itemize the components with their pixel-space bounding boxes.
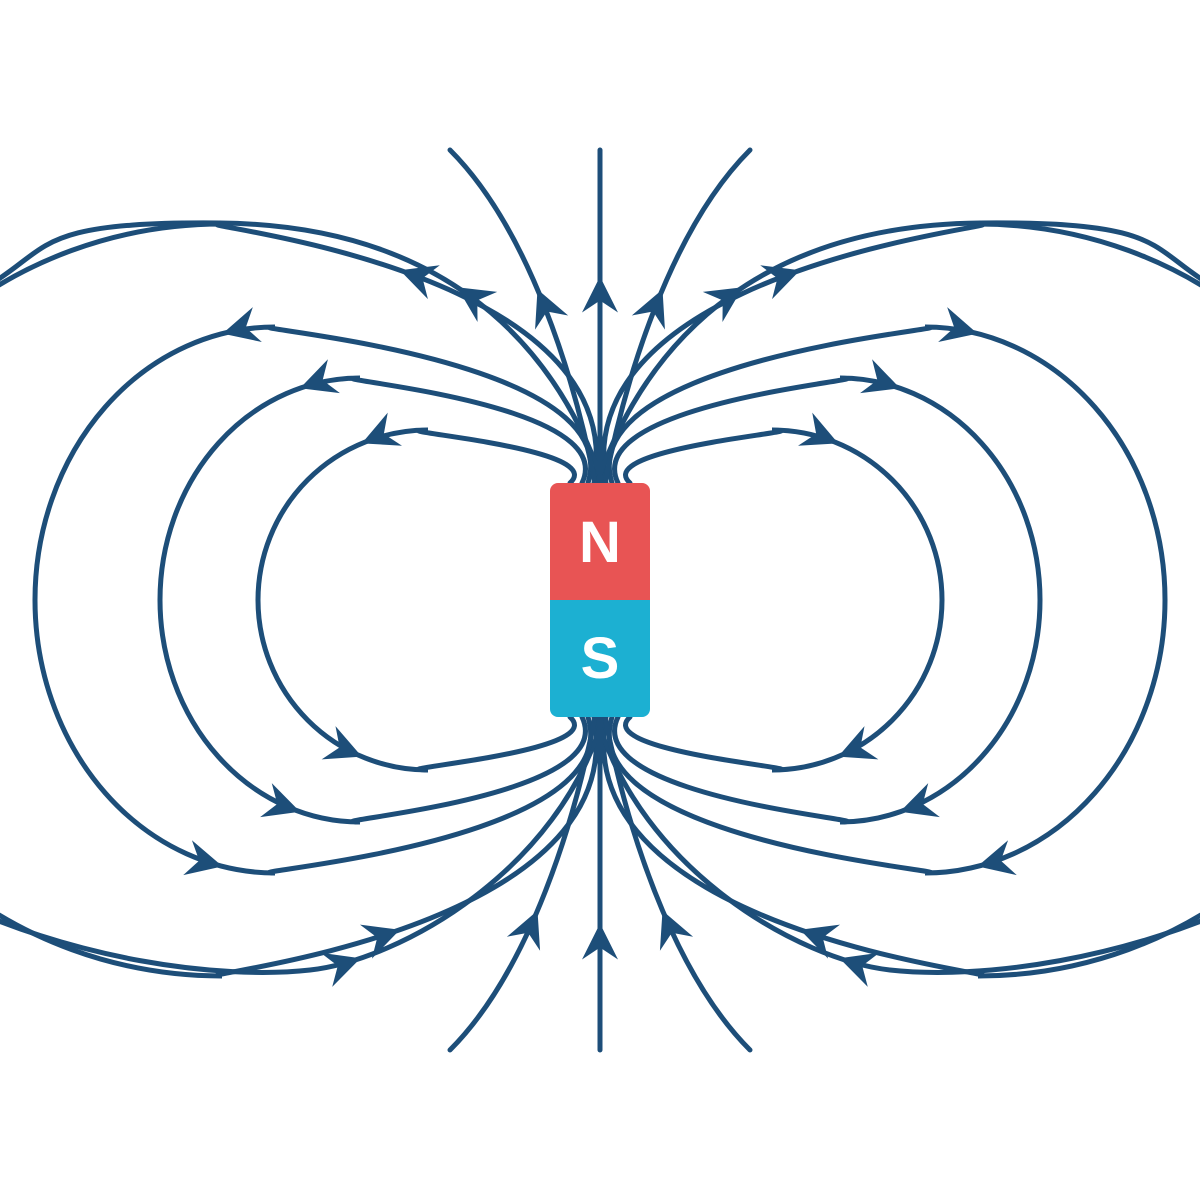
field-line-left-3: [32, 324, 594, 876]
field-arrow: [798, 412, 839, 446]
field-line-right-3: [606, 324, 1168, 876]
south-pole: [550, 600, 650, 717]
field-arrow: [222, 307, 262, 343]
north-pole: [550, 483, 650, 600]
field-line-outer-top-right: [0, 220, 606, 486]
field-line-lower-left: [602, 714, 753, 1053]
bar-magnet: N S: [550, 483, 650, 717]
field-line-left-4: [0, 221, 599, 979]
field-arrow: [860, 359, 900, 394]
field-arrows: [183, 265, 1017, 987]
field-line-lower-right: [447, 714, 598, 1053]
field-arrow: [760, 265, 801, 300]
field-arrow: [582, 923, 618, 960]
field-arrow: [800, 924, 841, 959]
field-arrow: [260, 783, 300, 818]
field-arrow: [659, 910, 694, 951]
field-line-upper-left: [602, 147, 753, 486]
field-arrow: [938, 307, 978, 343]
field-line-outer-top-left: [594, 220, 1200, 486]
field-arrow: [300, 359, 340, 394]
field-arrow: [361, 412, 402, 446]
field-arrow: [838, 726, 879, 760]
field-arrow: [359, 924, 400, 959]
north-pole-label: N: [579, 510, 621, 575]
field-arrow: [399, 265, 440, 300]
field-line-outer-bottom-left: [594, 714, 1200, 975]
field-line-left-1: [255, 427, 577, 773]
field-arrow: [320, 952, 361, 987]
field-arrow: [321, 726, 362, 760]
field-arrow: [535, 289, 569, 330]
field-arrow: [457, 287, 498, 323]
field-line-right-2: [612, 375, 1043, 825]
field-line-outer-bottom-right: [0, 714, 606, 975]
south-pole-label: S: [581, 626, 620, 691]
field-arrow: [702, 287, 743, 323]
field-arrow: [582, 276, 618, 313]
field-arrow: [506, 910, 541, 951]
field-arrow: [900, 783, 940, 818]
field-line-upper-right: [447, 147, 598, 486]
field-arrow: [839, 952, 880, 987]
field-line-left-2: [157, 375, 588, 825]
field-arrow: [631, 289, 665, 330]
field-arrow: [977, 840, 1017, 876]
field-line-right-1: [623, 427, 945, 773]
field-line-right-4: [601, 221, 1200, 979]
field-arrow: [183, 840, 223, 876]
